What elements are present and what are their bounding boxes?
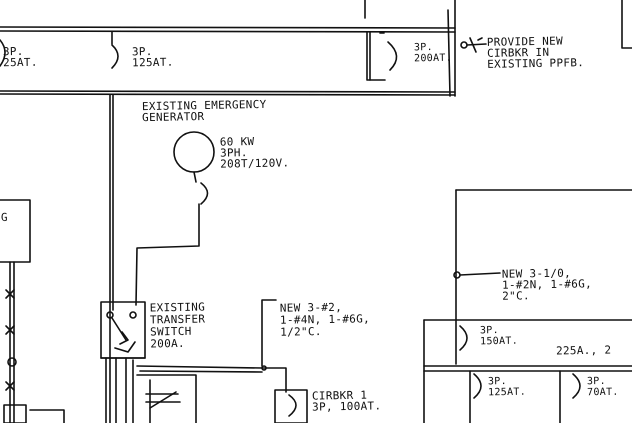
breaker-symbol-125-top — [111, 31, 119, 69]
label-line: 3P. — [487, 376, 507, 388]
label-line: 3P. — [586, 375, 606, 388]
distribution-panel-box — [423, 319, 632, 423]
label-line: EXISTING PPFB. — [487, 56, 585, 71]
feeder-to-cirbkr1 — [136, 299, 287, 423]
label-line: 225A., 2 — [555, 343, 612, 358]
label-left-panel-letter: G — [0, 210, 9, 225]
label-panel-rating: 225A., 2 — [555, 343, 612, 358]
label-new-feeder-a: NEW 3-#2, 1-#4N, 1-#6G, 1/2"C. — [280, 301, 371, 339]
label-breaker-left-edge: 3P. 25AT. — [2, 45, 38, 70]
label-new-feeder-b: NEW 3-1/0, 1-#2N, 1-#6G, 2"C. — [502, 267, 593, 303]
label-line: 3P. — [479, 325, 499, 337]
label-breaker-150: 3P. 150AT. — [479, 325, 519, 348]
label-line: 2"C. — [502, 289, 531, 303]
transfer-switch-box — [100, 301, 146, 423]
left-panel — [0, 199, 65, 423]
breaker-symbol-200-top — [366, 31, 398, 81]
note-leader-provide — [460, 37, 487, 53]
riser-conductor — [109, 94, 114, 423]
upper-right-box — [621, 0, 632, 49]
label-breaker-125-top: 3P. 125AT. — [131, 45, 174, 70]
label-transfer-switch: EXISTING TRANSFER SWITCH 200A. — [150, 301, 206, 351]
right-feeder — [453, 189, 632, 321]
label-generator-rating: 60 KW 3PH. 208T/120V. — [220, 135, 290, 171]
label-breaker-200-top: 3P. 200AT. — [413, 42, 453, 65]
label-line: 1/2"C. — [280, 325, 322, 339]
label-line: 25AT. — [2, 55, 38, 70]
breaker-symbol-150 — [455, 319, 468, 365]
label-breaker-125-bottom: 3P. 125AT. — [487, 376, 527, 399]
label-line: 208T/120V. — [220, 156, 290, 171]
label-line: 125AT. — [131, 55, 174, 70]
label-line: G — [0, 210, 9, 225]
label-line: 3P, 100AT. — [311, 399, 382, 414]
label-generator-title: EXISTING EMERGENCY GENERATOR — [142, 98, 267, 124]
cirbkr1-symbol — [274, 389, 308, 423]
label-line: 3P. — [413, 42, 433, 54]
breaker-symbol-70 — [572, 373, 581, 399]
upper-panel-bus — [0, 0, 456, 97]
label-line: 125AT. — [488, 386, 527, 399]
label-line: 200AT. — [414, 52, 453, 65]
label-breaker-70: 3P. 70AT. — [586, 375, 619, 399]
label-cirbkr-1: CIRBKR 1 3P, 100AT. — [311, 389, 382, 414]
label-line: 200A. — [150, 336, 186, 351]
generator-symbol — [135, 131, 215, 306]
breaker-symbol-left-edge — [0, 39, 6, 67]
breaker-symbol-125-bottom — [473, 373, 482, 399]
note-provide-new-breaker: PROVIDE NEW CIRBKR IN EXISTING PPFB. — [487, 35, 585, 71]
label-line: 150AT. — [480, 335, 519, 348]
label-line: 70AT. — [587, 386, 619, 399]
